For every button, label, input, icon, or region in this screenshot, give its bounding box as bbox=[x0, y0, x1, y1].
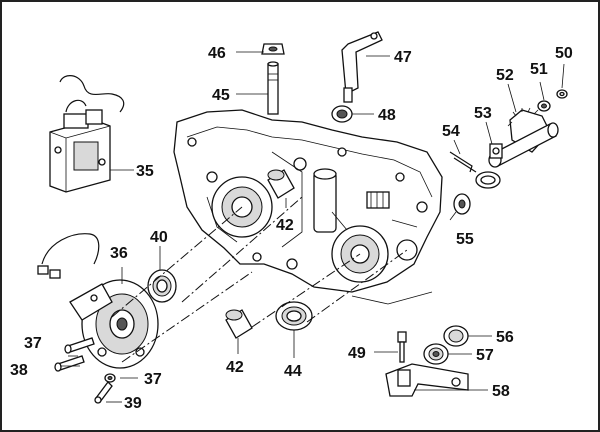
callout-52: 52 bbox=[496, 67, 514, 84]
screw-bottom bbox=[94, 381, 113, 404]
callout-47: 47 bbox=[394, 49, 412, 66]
callout-55: 55 bbox=[456, 231, 474, 248]
o-ring-seal bbox=[423, 343, 449, 365]
bushing bbox=[331, 105, 353, 123]
callout-labels: 35 36 37 37 38 39 40 42 42 44 45 46 47 4… bbox=[10, 45, 573, 412]
crankcase-housing bbox=[173, 109, 443, 293]
callout-37-lower: 37 bbox=[144, 371, 162, 388]
washer-small bbox=[104, 373, 116, 383]
leader-lines bbox=[60, 51, 565, 403]
center-lines bbox=[111, 196, 433, 363]
callout-37-upper: 37 bbox=[24, 335, 42, 352]
callout-42-lower: 42 bbox=[226, 359, 244, 376]
mounting-bracket bbox=[385, 363, 469, 397]
callout-57: 57 bbox=[476, 347, 494, 364]
ratchet bbox=[489, 143, 503, 159]
stator-plate bbox=[37, 233, 159, 369]
callout-46: 46 bbox=[208, 45, 226, 62]
callout-58: 58 bbox=[492, 383, 510, 400]
callout-48: 48 bbox=[378, 107, 396, 124]
callout-49: 49 bbox=[348, 345, 366, 362]
nut bbox=[261, 43, 285, 55]
callout-53: 53 bbox=[474, 105, 492, 122]
oil-seal bbox=[147, 269, 177, 303]
screw-upper bbox=[64, 337, 95, 354]
thrust-washer bbox=[537, 100, 551, 112]
callout-42-upper: 42 bbox=[276, 217, 294, 234]
screw-lower bbox=[54, 355, 85, 372]
shaft bbox=[267, 61, 279, 115]
callout-50: 50 bbox=[555, 45, 573, 62]
kickstart-spring bbox=[449, 151, 501, 189]
callout-40: 40 bbox=[150, 229, 168, 246]
callout-54: 54 bbox=[442, 123, 460, 140]
callout-38: 38 bbox=[10, 362, 28, 379]
callout-36: 36 bbox=[110, 245, 128, 262]
bearing-seal bbox=[275, 301, 313, 331]
callout-56: 56 bbox=[496, 329, 514, 346]
ignition-coil bbox=[49, 75, 125, 193]
callout-44: 44 bbox=[284, 363, 302, 380]
dowel-sleeve-upper bbox=[267, 169, 295, 199]
callout-35: 35 bbox=[136, 163, 154, 180]
bolt bbox=[397, 331, 407, 363]
callout-45: 45 bbox=[212, 87, 230, 104]
callout-51: 51 bbox=[530, 61, 548, 78]
dowel-sleeve-lower bbox=[225, 309, 253, 339]
callout-39: 39 bbox=[124, 395, 142, 412]
shift-lever bbox=[341, 31, 383, 103]
kickstart-washer bbox=[453, 193, 471, 215]
shaft-seal bbox=[443, 325, 469, 347]
circlip bbox=[556, 89, 568, 99]
